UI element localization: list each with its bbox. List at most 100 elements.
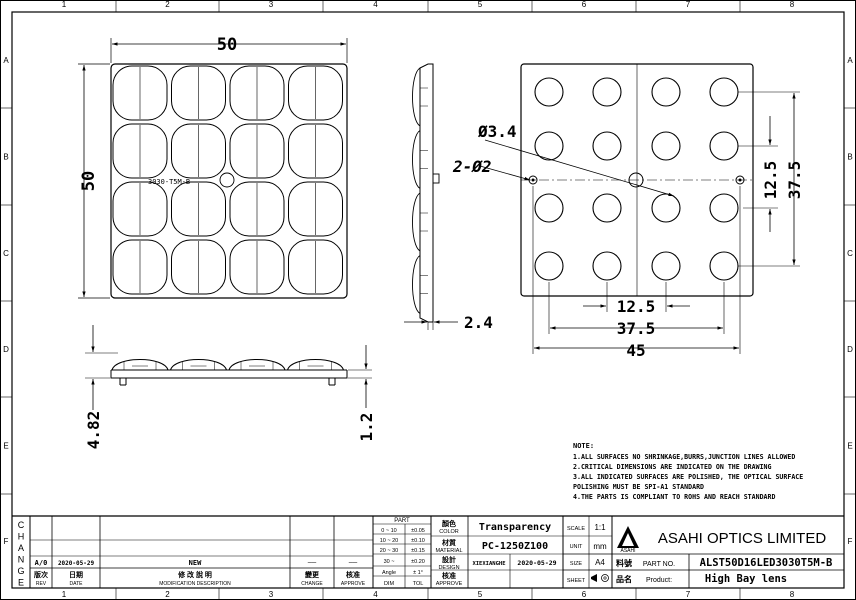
size-label: SIZE bbox=[570, 561, 583, 567]
grid-row-label: D bbox=[3, 345, 9, 354]
notes: NOTE: 1.ALL SURFACES NO SHRINKAGE,BURRS,… bbox=[573, 442, 803, 501]
led-hole bbox=[592, 193, 622, 223]
grid-row-label: F bbox=[848, 537, 853, 546]
tol-range: 20 ~ 30 bbox=[380, 548, 399, 554]
dim-total-height: 4.82 bbox=[84, 411, 103, 450]
tol-tol-label: TOL bbox=[413, 581, 424, 587]
bottom-lens-bump bbox=[170, 359, 227, 371]
lens-outline-front bbox=[110, 63, 348, 299]
lens-cell bbox=[229, 181, 285, 237]
note-line: 1.ALL SURFACES NO SHRINKAGE,BURRS,JUNCTI… bbox=[573, 453, 795, 461]
bottom-lens-bump bbox=[111, 359, 169, 371]
note-line: 4.THE PARTS IS COMPLIANT TO ROHS AND REA… bbox=[573, 493, 775, 501]
bottom-view: 4.82 1.2 bbox=[84, 325, 376, 449]
rev-description: NEW bbox=[189, 559, 202, 567]
tol-range: 0 ~ 10 bbox=[381, 528, 396, 534]
grid-row-label: A bbox=[847, 56, 853, 65]
tol-value: ±0.15 bbox=[411, 548, 425, 554]
material-label-cn: 材質 bbox=[441, 538, 456, 547]
header-date: DATE bbox=[70, 581, 84, 587]
header-approve: APPROVE bbox=[341, 581, 366, 587]
led-hole bbox=[709, 251, 739, 281]
grid-row-label: D bbox=[847, 345, 853, 354]
projection-symbol-icon bbox=[591, 574, 609, 582]
led-hole bbox=[534, 251, 564, 281]
lens-cell bbox=[171, 239, 226, 295]
grid-col-label: 8 bbox=[790, 590, 795, 599]
header-desc: MODIFICATION DESCRIPTION bbox=[159, 581, 231, 587]
side-view: 2.4 bbox=[404, 63, 493, 332]
led-hole bbox=[534, 131, 564, 161]
lens-cell bbox=[112, 239, 168, 295]
tol-value: ±0.10 bbox=[411, 538, 425, 544]
notes-title: NOTE: bbox=[573, 442, 594, 450]
rev-date: 2020-05-29 bbox=[58, 560, 95, 567]
front-view: 3030-T5M-B 50 50 bbox=[78, 35, 348, 299]
side-lens-bump bbox=[412, 255, 421, 314]
change-letter: N bbox=[18, 555, 25, 565]
tol-range: Angle bbox=[382, 570, 396, 576]
header-change: CHANGE bbox=[301, 581, 323, 587]
grid-col-label: 5 bbox=[478, 590, 483, 599]
dim-pin-diameter: 2-Ø2 bbox=[452, 157, 492, 176]
dim-span-horizontal: 37.5 bbox=[617, 319, 656, 338]
grid-col-label: 3 bbox=[269, 590, 274, 599]
side-lens-bump bbox=[412, 192, 421, 252]
led-hole bbox=[592, 251, 622, 281]
tol-value: ± 1° bbox=[413, 570, 423, 576]
rev-value: A/0 bbox=[35, 559, 48, 567]
asahi-logo-icon: ASAHI bbox=[617, 526, 639, 554]
unit-label: UNIT bbox=[570, 544, 583, 550]
rev-change: —— bbox=[308, 558, 317, 566]
led-hole-grid bbox=[534, 77, 739, 281]
back-view: Ø3.4 2-Ø2 12.5 37.5 12.5 37.5 45 bbox=[452, 63, 804, 360]
lens-cell bbox=[171, 181, 226, 237]
part-mark: 3030-T5M-B bbox=[148, 178, 190, 186]
grid-col-label: 2 bbox=[165, 0, 170, 9]
side-lens-bump bbox=[412, 130, 421, 189]
led-hole bbox=[534, 193, 564, 223]
grid-col-label: 3 bbox=[269, 0, 274, 9]
lens-cell bbox=[229, 65, 285, 121]
header-date-cn: 日期 bbox=[69, 570, 83, 579]
inner-border bbox=[11, 11, 845, 589]
grid-row-label: C bbox=[3, 249, 9, 258]
bottom-lens-bump bbox=[228, 359, 286, 371]
grid-col-label: 1 bbox=[62, 590, 67, 599]
title-block: CHANGE A/0 2020-05-29 NEW —— —— 版次 REV 日… bbox=[12, 515, 844, 588]
led-hole bbox=[651, 77, 681, 107]
led-hole bbox=[709, 193, 739, 223]
change-label: CHANGE bbox=[17, 520, 24, 588]
change-letter: C bbox=[18, 520, 25, 530]
grid-col-label: 4 bbox=[373, 590, 378, 599]
tol-value: ±0.05 bbox=[411, 528, 425, 534]
side-lens-profile bbox=[412, 67, 428, 314]
header-rev-cn: 版次 bbox=[34, 570, 48, 579]
material-label: MATERIAL bbox=[435, 548, 462, 554]
dim-pitch-horizontal: 12.5 bbox=[617, 297, 656, 316]
note-line: POLISHING MUST BE SPI-A1 STANDARD bbox=[573, 483, 704, 491]
size-value: A4 bbox=[595, 558, 605, 567]
grid-row-label: A bbox=[3, 56, 9, 65]
dim-thickness: 2.4 bbox=[464, 313, 493, 332]
bottom-lens-bump bbox=[287, 359, 344, 371]
unit-value: mm bbox=[593, 542, 607, 551]
grid-row-label: C bbox=[847, 249, 853, 258]
sheet-label: SHEET bbox=[567, 578, 586, 584]
color-value: Transparency bbox=[479, 522, 551, 533]
change-letter: H bbox=[18, 532, 25, 542]
tol-range: 30 ~ bbox=[384, 559, 395, 565]
grid-col-label: 5 bbox=[478, 0, 483, 9]
tol-value: ±0.20 bbox=[411, 559, 425, 565]
led-hole bbox=[651, 131, 681, 161]
product-label-cn: 品名 bbox=[616, 574, 632, 584]
dim-pin-span: 45 bbox=[626, 341, 645, 360]
grid-col-label: 6 bbox=[582, 590, 587, 599]
change-letter: E bbox=[18, 578, 24, 588]
design-date: 2020-05-29 bbox=[517, 559, 556, 567]
grid-col-label: 4 bbox=[373, 0, 378, 9]
note-line: 2.CRITICAL DIMENSIONS ARE INDICATED ON T… bbox=[573, 463, 772, 471]
lens-cell bbox=[112, 123, 168, 179]
